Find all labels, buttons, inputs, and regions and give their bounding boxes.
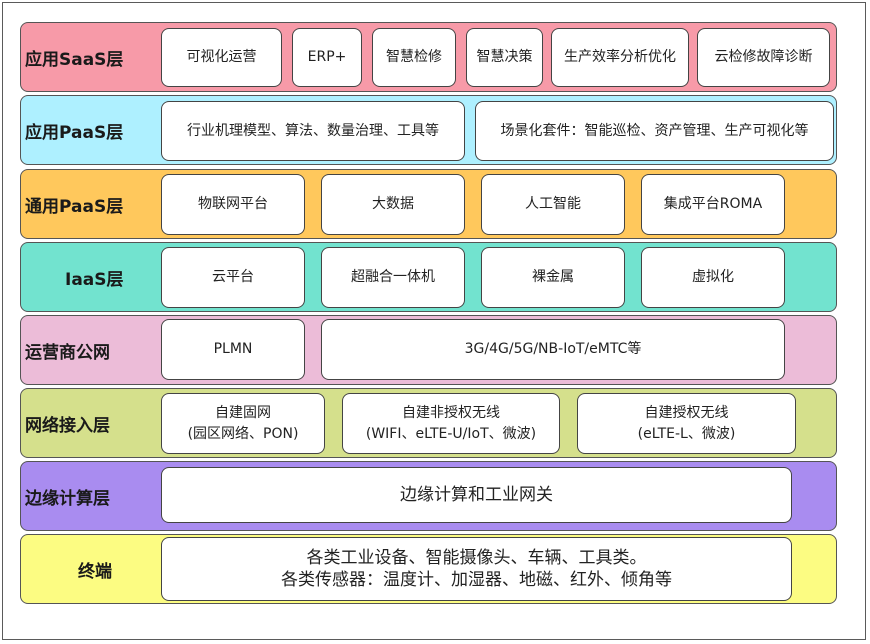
layer-network-access: 网络接入层 自建固网(园区网络、PON) 自建非授权无线(WIFI、eLTE-U…	[20, 388, 837, 458]
layer-label-app-paas: 应用PaaS层	[25, 122, 124, 143]
layer-label-iaas: IaaS层	[65, 269, 124, 290]
layer-label-edge-computing: 边缘计算层	[25, 488, 110, 509]
iaas-item-virtualization: 虚拟化	[641, 247, 785, 308]
layer-label-saas: 应用SaaS层	[25, 49, 124, 70]
layer-terminal: 终端 各类工业设备、智能摄像头、车辆、工具类。各类传感器：温度计、加湿器、地磁、…	[20, 534, 837, 604]
iaas-item-hyperconverged: 超融合一体机	[321, 247, 465, 308]
layer-saas: 应用SaaS层 可视化运营 ERP+ 智慧检修 智慧决策 生产效率分析优化 云检…	[20, 22, 837, 92]
layer-general-paas: 通用PaaS层 物联网平台 大数据 人工智能 集成平台ROMA	[20, 169, 837, 239]
public-network-item-cellular: 3G/4G/5G/NB-IoT/eMTC等	[321, 319, 785, 380]
layer-app-paas: 应用PaaS层 行业机理模型、算法、数量治理、工具等 场景化套件：智能巡检、资产…	[20, 95, 837, 165]
general-paas-item-iot-platform: 物联网平台	[161, 174, 305, 235]
layer-label-public-network: 运营商公网	[25, 342, 110, 363]
public-network-item-plmn: PLMN	[161, 319, 305, 380]
saas-item-erp: ERP+	[292, 28, 362, 87]
saas-item-smart-decision: 智慧决策	[466, 28, 543, 87]
layer-iaas: IaaS层 云平台 超融合一体机 裸金属 虚拟化	[20, 242, 837, 312]
layer-public-network: 运营商公网 PLMN 3G/4G/5G/NB-IoT/eMTC等	[20, 315, 837, 385]
layer-edge-computing: 边缘计算层 边缘计算和工业网关	[20, 461, 837, 531]
saas-item-visual-ops: 可视化运营	[161, 28, 282, 87]
layer-label-general-paas: 通用PaaS层	[25, 196, 124, 217]
terminal-item-devices: 各类工业设备、智能摄像头、车辆、工具类。各类传感器：温度计、加湿器、地磁、红外、…	[161, 537, 792, 601]
network-access-item-unlicensed-wireless: 自建非授权无线(WIFI、eLTE-U/IoT、微波)	[342, 393, 560, 454]
general-paas-item-ai: 人工智能	[481, 174, 625, 235]
saas-item-cloud-diagnosis: 云检修故障诊断	[697, 28, 830, 87]
network-access-item-fixed: 自建固网(园区网络、PON)	[161, 393, 325, 454]
layer-label-terminal: 终端	[78, 561, 112, 582]
iaas-item-bare-metal: 裸金属	[481, 247, 625, 308]
iaas-item-cloud-platform: 云平台	[161, 247, 305, 308]
saas-item-smart-maintenance: 智慧检修	[372, 28, 456, 87]
general-paas-item-big-data: 大数据	[321, 174, 465, 235]
network-access-item-licensed-wireless: 自建授权无线(eLTE-L、微波)	[577, 393, 796, 454]
saas-item-efficiency-analysis: 生产效率分析优化	[551, 28, 689, 87]
app-paas-item-scene-kits: 场景化套件：智能巡检、资产管理、生产可视化等	[475, 101, 834, 161]
layer-label-network-access: 网络接入层	[25, 415, 110, 436]
app-paas-item-models: 行业机理模型、算法、数量治理、工具等	[161, 101, 465, 161]
edge-item-gateway: 边缘计算和工业网关	[161, 467, 792, 523]
general-paas-item-roma: 集成平台ROMA	[641, 174, 785, 235]
